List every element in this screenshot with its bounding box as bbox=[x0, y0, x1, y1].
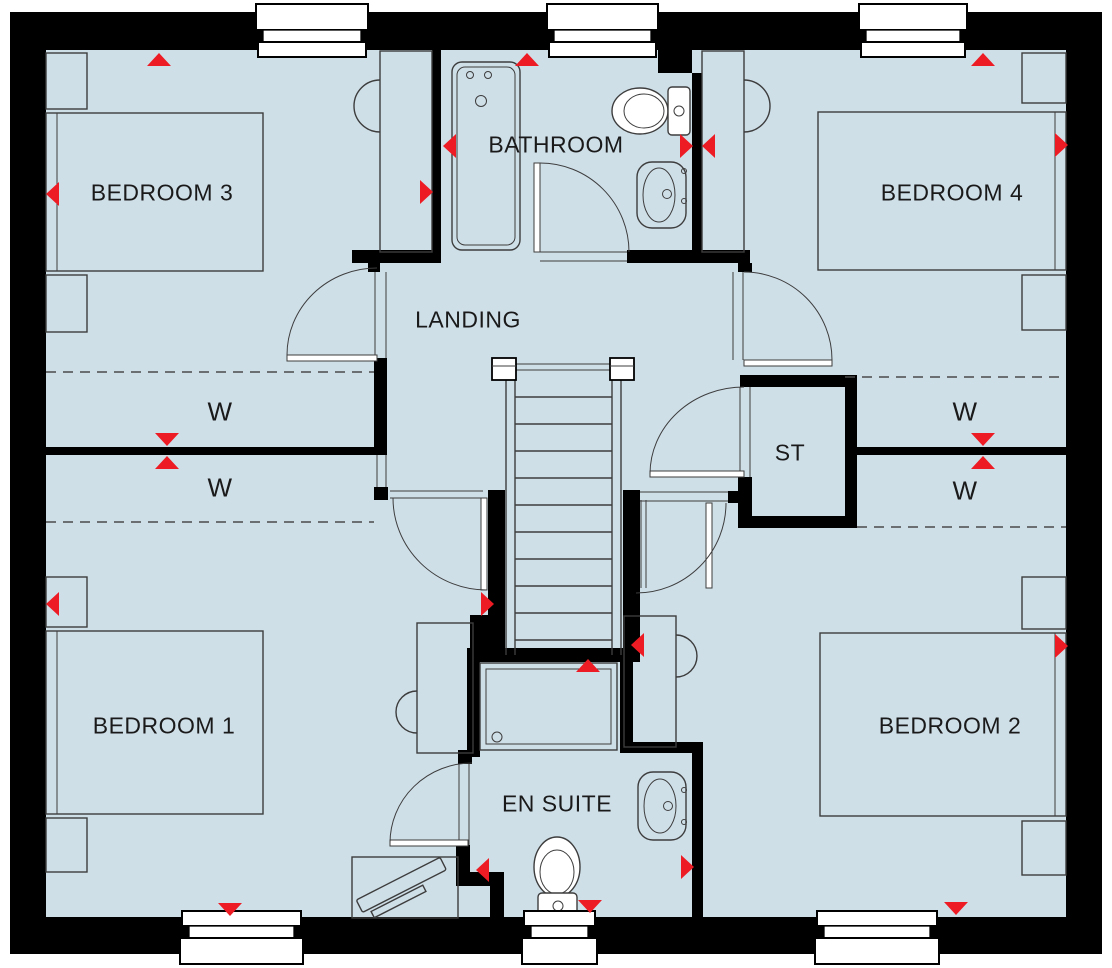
stair-newel-post bbox=[609, 357, 635, 381]
window bbox=[179, 910, 304, 965]
bedroom4-desk bbox=[701, 50, 771, 253]
window bbox=[546, 3, 659, 58]
bedroom2-bed bbox=[819, 576, 1067, 876]
interior-walls bbox=[46, 50, 1066, 920]
bedside-table bbox=[45, 576, 88, 628]
bedroom3-desk bbox=[353, 50, 433, 253]
direction-marker-icon bbox=[681, 855, 694, 879]
desk-chair bbox=[743, 79, 771, 133]
room-label-ensuite: EN SUITE bbox=[501, 790, 613, 817]
stair-newel-post bbox=[491, 357, 517, 381]
bathroom-door bbox=[533, 162, 630, 253]
door-thresholds bbox=[374, 251, 751, 845]
desk-chair bbox=[353, 79, 381, 133]
floor-area bbox=[40, 44, 1072, 926]
direction-marker-icon bbox=[971, 53, 995, 66]
direction-marker-icon bbox=[46, 182, 59, 206]
desk-chair bbox=[675, 634, 698, 678]
bedside-table bbox=[45, 817, 88, 873]
bedroom1-door bbox=[392, 497, 488, 591]
room-label-store: ST bbox=[774, 439, 806, 466]
direction-marker-icon bbox=[218, 903, 242, 916]
direction-marker-icon bbox=[515, 53, 539, 66]
direction-marker-icon bbox=[46, 592, 59, 616]
desk-chair bbox=[395, 690, 418, 734]
bedroom2-desk bbox=[623, 615, 698, 748]
bedroom3-door bbox=[286, 267, 378, 362]
wash-basin bbox=[636, 161, 687, 229]
room-label-wardrobe: W bbox=[207, 396, 233, 427]
room-label-landing: LANDING bbox=[415, 306, 521, 333]
direction-marker-icon bbox=[1055, 133, 1068, 157]
store-door bbox=[649, 386, 745, 478]
ensuite-door bbox=[389, 762, 473, 847]
direction-marker-icon bbox=[971, 456, 995, 469]
direction-marker-icon bbox=[680, 134, 693, 158]
direction-marker-icon bbox=[476, 858, 489, 882]
direction-marker-icon bbox=[1055, 634, 1068, 658]
shower-tray bbox=[479, 662, 618, 751]
direction-marker-icon bbox=[420, 180, 433, 204]
bedside-table bbox=[1021, 820, 1067, 876]
bath bbox=[451, 61, 521, 251]
window bbox=[255, 3, 369, 58]
window bbox=[814, 910, 940, 965]
bed bbox=[817, 111, 1067, 271]
bedside-table bbox=[45, 274, 88, 333]
ensuite-toilet bbox=[533, 836, 581, 921]
ensuite-basin bbox=[637, 771, 687, 841]
bedroom4-door bbox=[743, 271, 833, 367]
direction-marker-icon bbox=[155, 456, 179, 469]
room-label-wardrobe: W bbox=[952, 475, 978, 506]
staircase bbox=[491, 357, 635, 655]
bed bbox=[45, 630, 264, 815]
room-label-bedroom1: BEDROOM 1 bbox=[92, 712, 236, 739]
window bbox=[858, 3, 968, 58]
room-label-bedroom4: BEDROOM 4 bbox=[880, 179, 1024, 206]
room-label-bedroom3: BEDROOM 3 bbox=[90, 179, 234, 206]
direction-markers bbox=[46, 53, 1068, 916]
bedside-table bbox=[45, 52, 88, 110]
direction-marker-icon bbox=[576, 659, 600, 672]
room-label-bathroom: BATHROOM bbox=[488, 131, 624, 158]
bedroom2-door bbox=[635, 502, 727, 594]
doors bbox=[286, 162, 833, 847]
direction-marker-icon bbox=[578, 900, 602, 913]
bedroom1-desk bbox=[395, 622, 474, 754]
bed bbox=[819, 632, 1067, 817]
room-label-wardrobe: W bbox=[207, 472, 233, 503]
toilet bbox=[611, 86, 691, 136]
direction-marker-icon bbox=[147, 53, 171, 66]
direction-marker-icon bbox=[971, 433, 995, 446]
direction-marker-icon bbox=[155, 433, 179, 446]
bedroom1-bed bbox=[45, 576, 264, 873]
bedroom3-bed bbox=[45, 52, 264, 333]
direction-marker-icon bbox=[944, 902, 968, 915]
room-label-wardrobe: W bbox=[952, 396, 978, 427]
eaves-lines bbox=[46, 371, 1066, 528]
windows bbox=[179, 3, 968, 965]
stair-treads bbox=[515, 396, 612, 641]
shelf-unit bbox=[351, 856, 459, 919]
direction-marker-icon bbox=[481, 592, 494, 616]
window bbox=[521, 910, 598, 965]
direction-marker-icon bbox=[702, 134, 715, 158]
direction-marker-icon bbox=[443, 134, 456, 158]
direction-marker-icon bbox=[631, 633, 644, 657]
bedside-table bbox=[1021, 576, 1067, 630]
bedside-table bbox=[1021, 52, 1067, 104]
bedside-table bbox=[1021, 274, 1067, 331]
room-label-bedroom2: BEDROOM 2 bbox=[878, 712, 1022, 739]
bed bbox=[45, 112, 264, 272]
